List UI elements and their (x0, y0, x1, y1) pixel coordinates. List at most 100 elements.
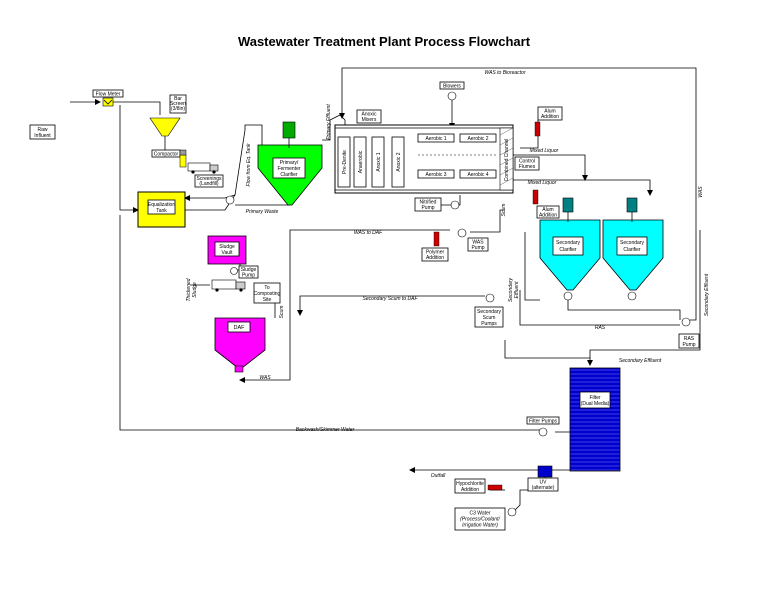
pre-denite-basin (337, 136, 351, 188)
sludge-pump: Sludge Pump (230, 265, 259, 279)
scum-label: Scum (501, 204, 507, 217)
c3-label-3: Irrigation Water) (462, 523, 498, 529)
scum-daf-label: Scum (279, 306, 285, 319)
pump-icon (230, 267, 238, 275)
composting-label-3: Site (263, 297, 272, 303)
ras-pump-label-2: Pump (682, 342, 695, 348)
nitrified-pump-label-1: Nitrified (420, 200, 437, 206)
raw-influent-label-2: Influent (34, 133, 51, 139)
was-right-line (690, 85, 697, 321)
sec-eff-left-label-1: Secondary (508, 278, 514, 302)
secondary-clarifier-2: Secondary Clarifier (602, 197, 664, 291)
aerobic-3-basin (417, 169, 455, 179)
eq-return-line (184, 194, 236, 201)
to-bar-screen-line (113, 101, 161, 115)
sec-clarifier-1-label-2: Clarifier (559, 247, 577, 253)
was-pump-label-2: Pump (471, 245, 484, 251)
sec-clarifier-1-label-1: Secondary (556, 240, 580, 246)
sludge-pump-label-2: Pump (242, 273, 255, 279)
primary-clarifier: Primary/ Fermenter Clarifier (257, 121, 323, 206)
equalization-tank: Equalization Tank (137, 191, 186, 228)
control-flumes: Control Flumes (514, 156, 540, 171)
alum-addition-mid: Alum Addition (532, 189, 560, 219)
combined-channel-label: Combined Channel (504, 139, 510, 182)
primary-effluent-line (322, 114, 348, 141)
uv-label-2: (alternate) (532, 485, 555, 491)
outfall-label: Outfall (431, 473, 446, 479)
bar-screen-label-1: Bar (174, 96, 182, 102)
sec-eff-left-line (524, 232, 540, 301)
flow-meter-label: Flow Meter (96, 92, 121, 98)
was-to-bioreactor-label: WAS to Bioreactor (484, 70, 525, 76)
ras-pump-label-1: RAS (684, 336, 695, 342)
secondary-clarifier-1: Secondary Clarifier (539, 197, 601, 291)
alum-top-label-1: Alum (544, 109, 555, 115)
anoxic-mixers-label-2: Mixers (362, 117, 377, 123)
c3-water: C3 Water (Process/Coolant/ Irrigation Wa… (454, 507, 517, 531)
sludge-vault-label-2: Vault (221, 250, 233, 256)
secondary-scum-daf-label: Secondary Scum to DAF (362, 296, 418, 302)
sludge-pump-label-1: Sludge (241, 267, 257, 273)
thickened-sludge-label-1: Thickened (186, 278, 192, 301)
was-to-bioreactor-line (339, 67, 697, 119)
primary-waste-label: Primary Waste (246, 209, 279, 215)
to-eq-tank-line (119, 105, 139, 213)
alum-top-label-2: Addition (541, 114, 559, 120)
mixer-drive-icon (626, 197, 638, 213)
control-flumes-label-2: Flumes (519, 164, 536, 170)
was-bottom-line (239, 365, 291, 383)
ras-line (519, 290, 680, 326)
truck-icon (187, 162, 211, 172)
polymer-label-2: Addition (426, 255, 444, 261)
pump-icon (485, 293, 495, 303)
pump-icon (627, 291, 637, 301)
anoxic-mixers-label-1: Anoxic (361, 112, 377, 118)
pump-icon (538, 427, 548, 437)
sec-eff-bottom-line (504, 340, 590, 359)
backwash-line (119, 215, 540, 431)
was-pump-label-1: WAS (472, 240, 484, 246)
flow-lines (70, 67, 701, 511)
filter: Filter (Dual Media) (569, 367, 621, 472)
chemical-pump-icon (487, 484, 503, 491)
anoxic-1-label: Anoxic 1 (376, 152, 382, 171)
anoxic-2-label: Anoxic 2 (396, 152, 402, 171)
alum-mid-label-2: Addition (539, 213, 557, 219)
blowers: Blowers (439, 81, 465, 101)
filter-pumps-label: Filter Pumps (529, 419, 558, 425)
polymer-addition: Polymer Addition (421, 231, 449, 262)
pump-icon (450, 200, 460, 210)
was-pump-line (470, 209, 505, 233)
aerobic-1-basin (417, 133, 455, 143)
aerobic-3-label: Aerobic 3 (425, 172, 446, 178)
c3-label-2: (Process/Coolant/ (460, 517, 500, 523)
composting-site: To Composting Site (253, 282, 281, 304)
sec-eff-left-label-2: Effluent (514, 281, 520, 299)
chemical-pump-icon (433, 231, 440, 247)
pump-icon (225, 195, 235, 205)
composting-label-2: Composting (254, 291, 281, 297)
sec-eff-right-line (587, 230, 701, 366)
screenings-label-1: Screenings (196, 176, 222, 182)
eq-to-primary-line (185, 124, 263, 211)
filter-label-1: Filter (589, 395, 600, 401)
daf-label: DAF (234, 325, 246, 331)
was-to-daf-label: WAS to DAF (354, 230, 383, 236)
secondary-scum-daf-line (297, 295, 485, 316)
sludge-vault-label-1: Sludge (219, 244, 235, 250)
mixer-drive-icon (562, 197, 574, 213)
daf: DAF (214, 317, 266, 373)
sludge-vault: Sludge Vault (207, 235, 247, 265)
aerobic-1-label: Aerobic 1 (425, 136, 446, 142)
backwash-label: Backwash/Skimmer Water (296, 427, 355, 433)
control-flumes-label-1: Control (519, 159, 535, 165)
hypochlorite-label-1: Hypochlorite (456, 481, 484, 487)
bar-screen-hopper (149, 117, 181, 137)
filter-pumps: Filter Pumps (526, 416, 560, 437)
hypochlorite-addition: Hypochlorite Addition (454, 478, 503, 494)
pump-icon (507, 507, 517, 517)
alum-addition-top: Alum Addition (534, 106, 563, 137)
mixed-liquor-2-line (512, 179, 653, 196)
flow-label-group: WAS to Bioreactor Flow from Eq. Tank Pri… (186, 70, 710, 479)
